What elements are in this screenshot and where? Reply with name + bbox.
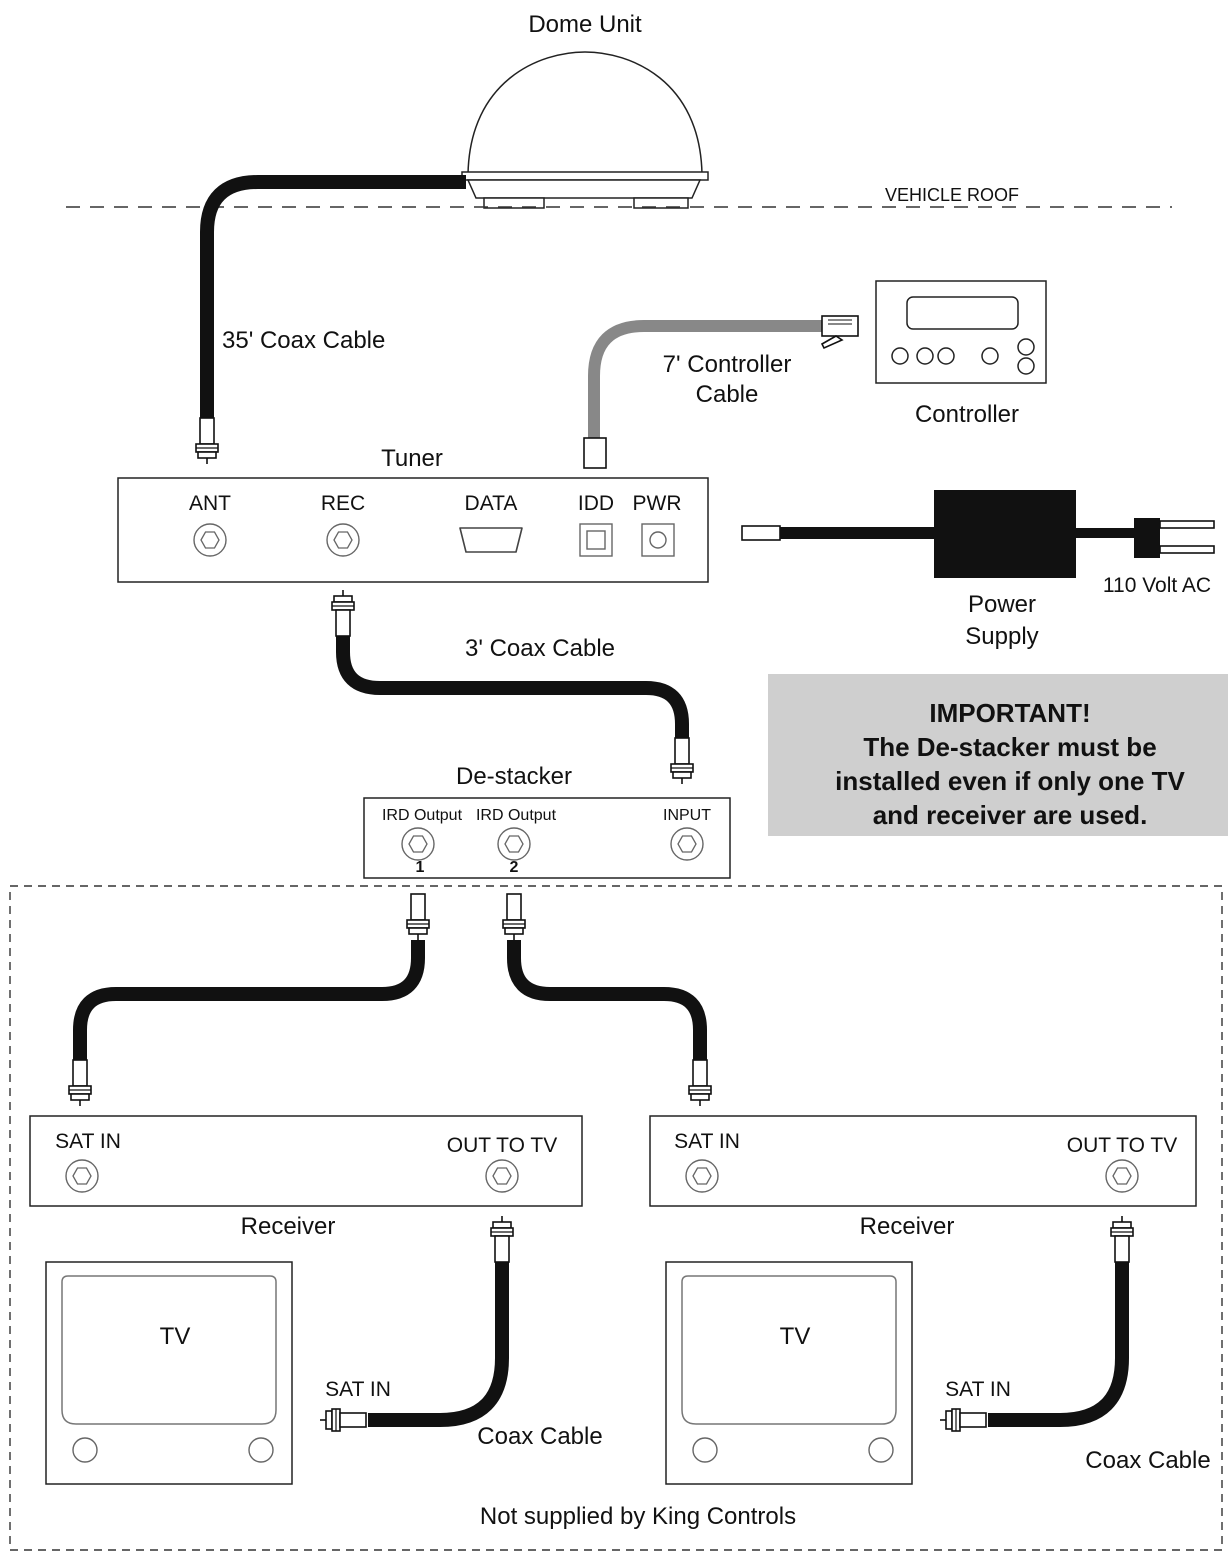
important-line-3: and receiver are used. [873,800,1148,830]
ant-port-icon [193,523,227,557]
receiver-1-sat-in-port-icon [65,1159,99,1193]
controller-cable [588,320,822,440]
tv-2-knob-icon [692,1437,718,1463]
controller-button-icon [1017,338,1035,356]
tuner-port-idd-label: IDD [578,492,614,515]
ird-output-1-label: IRD Output [382,807,463,824]
ird-output-1-port-icon [401,827,435,861]
receiver-1 [29,1115,583,1207]
tuner-port-rec-label: REC [321,492,365,515]
coax-cable-tv-2 [988,1262,1129,1427]
coax-cable-tv-2-label: Coax Cable [1085,1447,1210,1474]
important-line-2: installed even if only one TV [835,766,1185,796]
receiver-2-out-connector-icon [1110,1215,1134,1263]
tuner-port-pwr-label: PWR [633,492,682,515]
controller-button-icon [916,347,934,365]
power-brick-icon [934,490,1076,578]
tuner-label: Tuner [381,445,443,472]
ant-connector-icon [195,417,219,465]
power-supply-label-2: Supply [965,623,1038,650]
receiver-1-connector-icon [68,1059,92,1107]
tv-2-sat-in-connector-icon [939,1408,987,1432]
controller [875,280,1047,384]
ac-plug-icon [1134,518,1160,558]
tv-1-title: TV [160,1323,191,1350]
ird1-connector-icon [406,893,430,941]
dome-unit [461,51,709,209]
rj-plug-icon [820,315,859,350]
coax-cable-tv-1 [368,1262,509,1427]
tv-2-title: TV [780,1323,811,1350]
controller-button-icon [981,347,999,365]
not-supplied-label: Not supplied by King Controls [480,1503,796,1530]
receiver-1-out-label: OUT TO TV [447,1134,557,1157]
receiver-2-out-port-icon [1105,1159,1139,1193]
receiver-2-title: Receiver [860,1213,955,1240]
coax-cable-3ft [336,636,689,740]
receiver-2-sat-in-port-icon [685,1159,719,1193]
controller-button-icon [1017,357,1035,375]
tv-1-knob-icon [248,1437,274,1463]
coax-3-label: 3' Coax Cable [465,635,615,662]
coax-cable-tv-1-label: Coax Cable [477,1423,602,1450]
receiver-1-sat-in-label: SAT IN [55,1130,121,1153]
controller-cable-label-2: Cable [696,381,759,408]
receiver-2-connector-icon [688,1059,712,1107]
tv-1-sat-in-connector-icon [319,1408,367,1432]
data-port-icon [459,527,523,553]
destacker-label: De-stacker [456,763,572,790]
tv-2 [665,1261,913,1485]
ird-output-2-port-icon [497,827,531,861]
receiver-1-out-port-icon [485,1159,519,1193]
power-supply [741,490,1215,578]
destacker-input-label: INPUT [663,807,711,824]
power-supply-label-1: Power [968,591,1036,618]
dome-unit-label: Dome Unit [528,11,642,38]
input-connector-icon [670,737,694,785]
tv-2-sat-in-label: SAT IN [945,1378,1011,1401]
controller-cable-label-1: 7' Controller [663,351,792,378]
tuner-port-data-label: DATA [465,492,518,515]
dc-plug-icon [741,525,781,541]
coax-cable-receiver-1 [73,940,425,1060]
ird-output-1-number: 1 [416,859,425,876]
receiver-2-sat-in-label: SAT IN [674,1130,740,1153]
coax-cable-receiver-2 [507,940,707,1060]
idd-plug-icon [583,437,607,469]
rec-port-icon [326,523,360,557]
receiver-2-out-label: OUT TO TV [1067,1134,1177,1157]
vehicle-roof-label: VEHICLE ROOF [885,185,1019,205]
important-title: IMPORTANT! [929,698,1090,728]
ird2-connector-icon [502,893,526,941]
rec-connector-icon [331,589,355,637]
receiver-2 [649,1115,1197,1207]
tv-2-knob-icon [868,1437,894,1463]
ird-output-2-label: IRD Output [476,807,557,824]
destacker-input-port-icon [670,827,704,861]
controller-button-icon [891,347,909,365]
tv-1 [45,1261,293,1485]
tv-1-sat-in-label: SAT IN [325,1378,391,1401]
tuner-port-ant-label: ANT [189,492,231,515]
receiver-1-title: Receiver [241,1213,336,1240]
volt-ac-label: 110 Volt AC [1103,574,1211,597]
controller-button-icon [937,347,955,365]
important-line-1: The De-stacker must be [863,732,1156,762]
controller-label: Controller [915,401,1019,428]
important-notice [768,674,1228,836]
coax-cable-35ft [200,175,466,420]
not-supplied-region [9,885,1223,1551]
ird-output-2-number: 2 [510,859,519,876]
receiver-1-out-connector-icon [490,1215,514,1263]
coax-35-label: 35' Coax Cable [222,327,385,354]
tv-1-knob-icon [72,1437,98,1463]
